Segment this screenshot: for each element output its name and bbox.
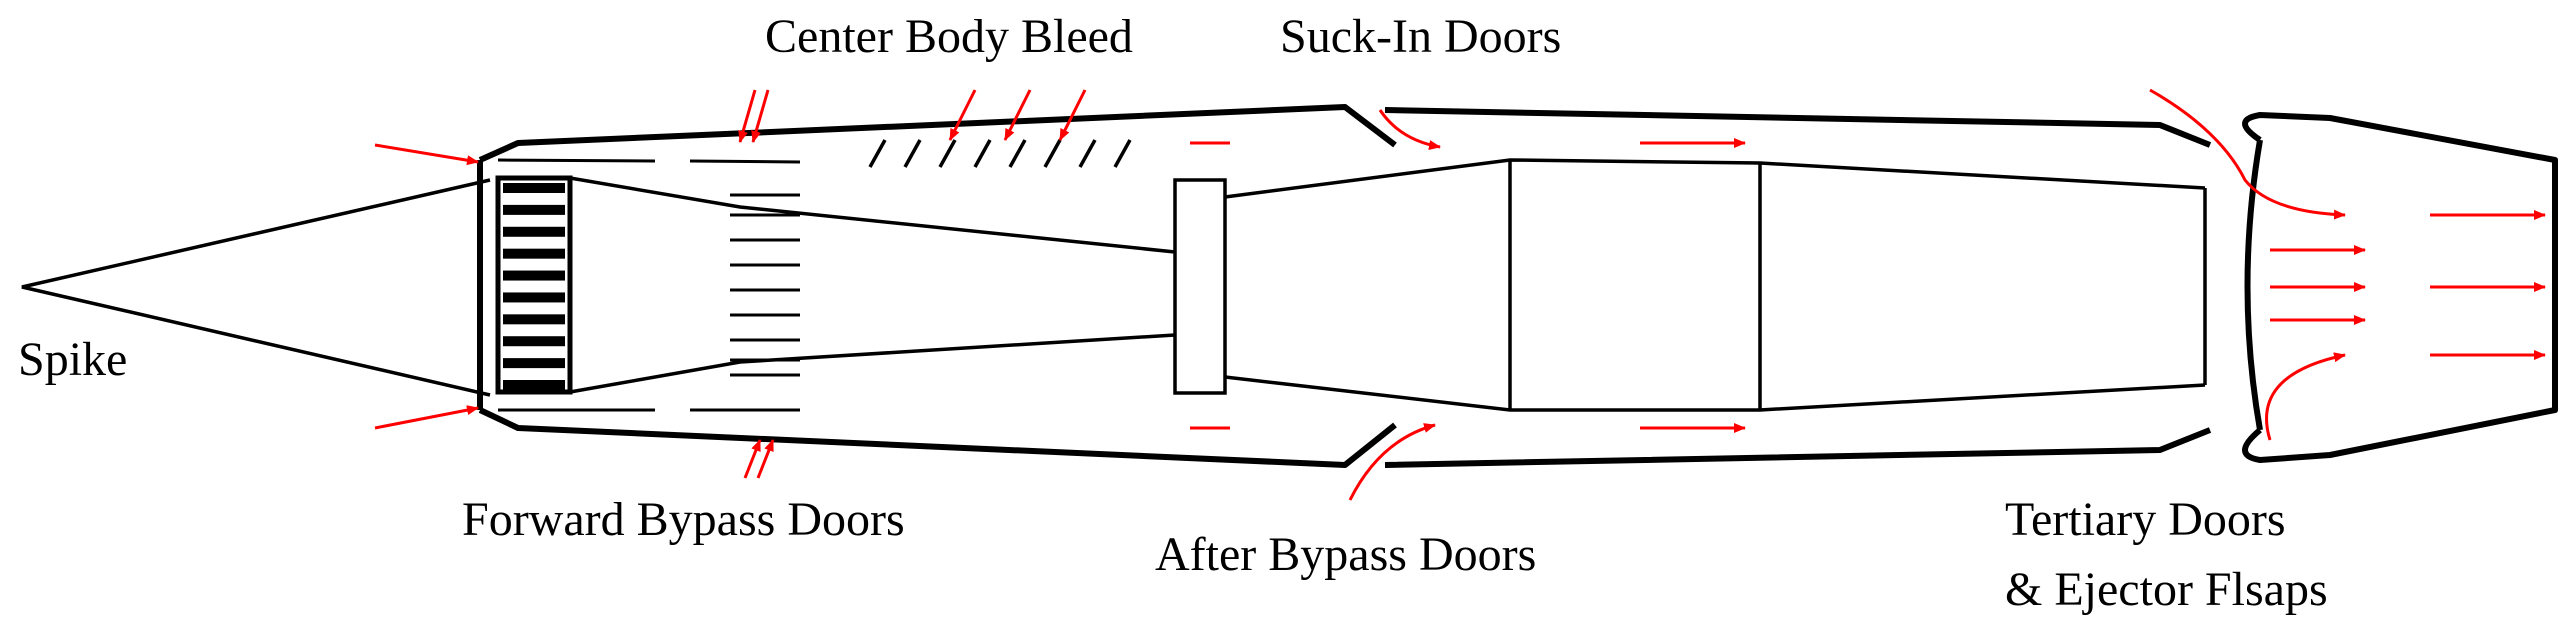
grille-bar — [503, 183, 565, 193]
spike-cone — [21, 178, 491, 397]
nacelle-upper-wall — [478, 104, 2212, 163]
nacelle-lower-wall — [478, 407, 2212, 468]
grille-bar — [503, 226, 565, 237]
label-suck-in-doors: Suck-In Doors — [1280, 10, 1561, 63]
center-body-bleed-slots — [868, 139, 1132, 168]
grille-bar — [503, 314, 565, 325]
grille-bar — [503, 248, 565, 259]
label-ejector-flaps: & Ejector Flsaps — [2005, 563, 2328, 616]
grille-bar — [503, 380, 565, 390]
label-spike: Spike — [18, 333, 127, 386]
inlet-face — [477, 160, 573, 410]
flow-arrows — [374, 88, 2546, 501]
label-forward-bypass-doors: Forward Bypass Doors — [462, 493, 905, 546]
center-body — [569, 158, 2207, 412]
grille-bar — [503, 292, 565, 303]
grille-bar — [503, 270, 565, 281]
label-center-body-bleed: Center Body Bleed — [765, 10, 1133, 63]
label-tertiary-doors: Tertiary Doors — [2005, 493, 2286, 546]
ejector-nozzle — [2242, 112, 2558, 463]
grille-bar — [503, 358, 565, 369]
bleed-slots — [497, 158, 801, 412]
compressor-grille — [503, 183, 565, 390]
grille-bar — [503, 204, 565, 215]
label-after-bypass-doors: After Bypass Doors — [1155, 528, 1536, 581]
grille-bar — [503, 336, 565, 347]
